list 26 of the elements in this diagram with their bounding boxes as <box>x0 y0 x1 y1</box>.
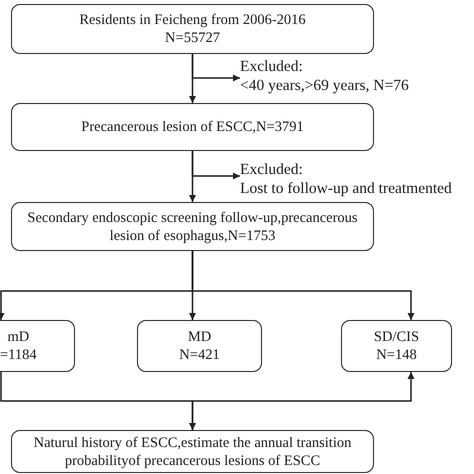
node-title: SD/CIS <box>374 328 420 346</box>
process-box <box>0 320 75 372</box>
node-title: Residents in Feicheng from 2006-2016 <box>79 11 306 29</box>
node-text: N=55727 <box>165 29 220 47</box>
node-text: <40 years,>69 years, N=76 <box>240 76 409 95</box>
node-text: Lost to follow-up and treatmented <box>240 179 452 198</box>
process-box <box>11 103 374 151</box>
node-title: Excluded: <box>240 160 303 179</box>
node-text: Naturul history of ESCC,estimate the annual transition probabilityof precancerous lesions of ESCC <box>32 434 352 470</box>
process-box <box>341 320 452 372</box>
arrow <box>189 372 414 430</box>
process-box <box>11 4 374 54</box>
process-box <box>11 430 374 473</box>
arrow <box>192 251 414 320</box>
node-text: Precancerous lesion of ESCC,N=3791 <box>81 118 304 136</box>
node-title: mD <box>7 328 30 346</box>
node-title: MD <box>188 328 212 346</box>
arrow <box>192 54 240 82</box>
arrow <box>192 151 240 180</box>
node-text: N=421 <box>179 346 220 364</box>
process-box <box>137 320 262 372</box>
process-box <box>11 202 374 251</box>
node-text: =1184 <box>0 346 37 364</box>
node-title: Excluded: <box>240 57 303 76</box>
node-text: N=148 <box>376 346 417 364</box>
node-text: Secondary endoscopic screening follow-up,precancerous lesion of esophagus,N=1753 <box>26 208 359 244</box>
